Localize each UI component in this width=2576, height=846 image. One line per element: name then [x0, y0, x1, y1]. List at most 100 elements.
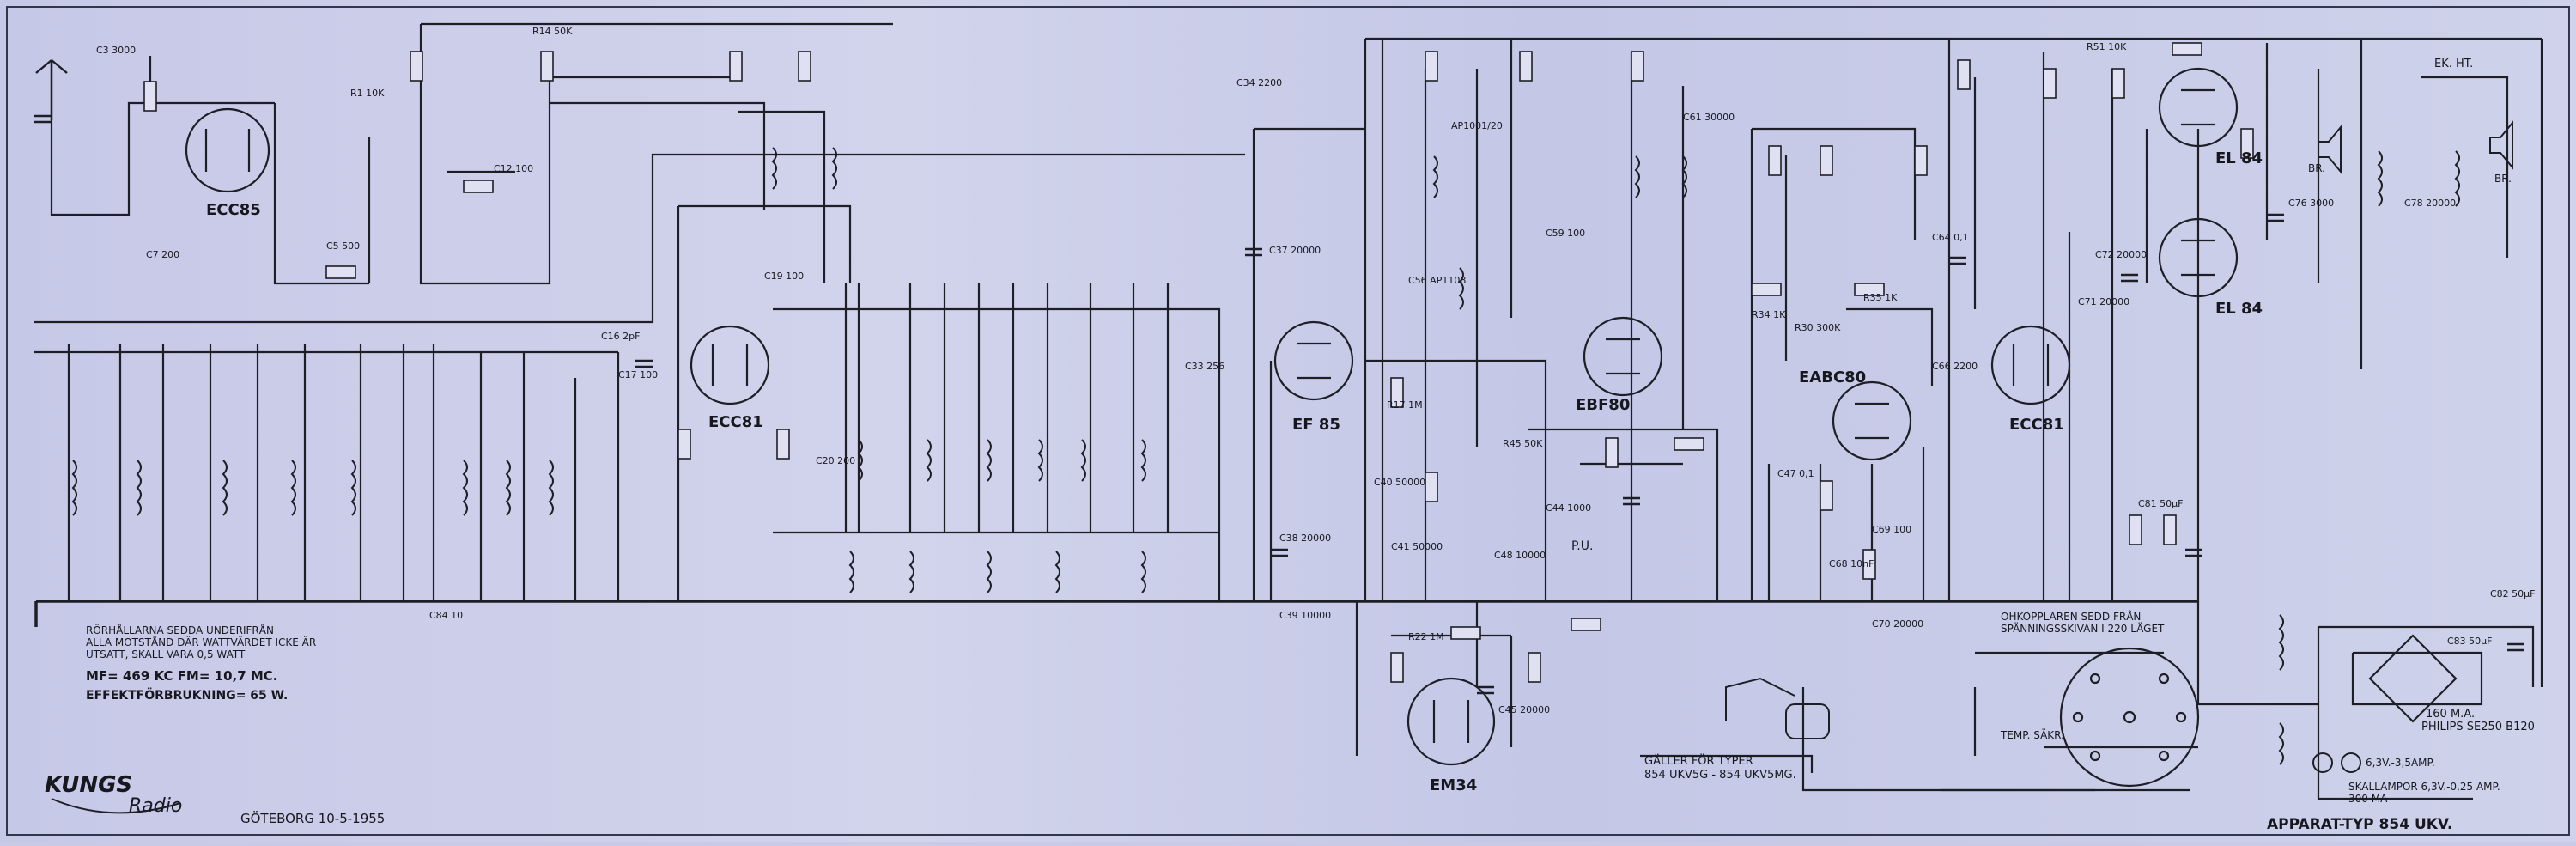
tube-label-el84-a: EL 84: [2215, 149, 2263, 167]
component-label: R45 50K: [1503, 438, 1543, 449]
wiring: [6, 6, 2570, 836]
component-label: R22 1M: [1408, 631, 1444, 642]
logo: KUNGS Radio: [45, 772, 182, 817]
component-label: R51 10K: [2087, 41, 2127, 52]
component-label: C47 0,1: [1777, 468, 1814, 479]
component-labels: C3 3000 R1 10K C5 500 C7 200 C12 100 R14…: [96, 26, 2536, 715]
voltage-selector: [2059, 647, 2200, 788]
temp-fuse-label: TEMP. SÄKR.: [2000, 728, 2064, 741]
tube-label-ecc85: ECC85: [206, 201, 261, 219]
component-label: R1 10K: [350, 88, 385, 99]
speaker-note: OHKOPPLAREN SEDD FRÅN SPÄNNINGSSKIVAN I …: [2001, 610, 2165, 635]
tube-el84-a: [2158, 67, 2239, 148]
tube-ecc81-a: [690, 325, 770, 405]
note-line: UTSATT, SKALL VARA 0,5 WATT: [86, 648, 246, 660]
logo-swoosh: [51, 798, 181, 814]
component-label: AP1001/20: [1451, 120, 1503, 131]
component-label: R35 1K: [1863, 292, 1898, 303]
switch-sketch: [1725, 677, 1830, 739]
tube-label-em34: EM34: [1430, 776, 1477, 794]
apparatus-type: APPARAT-TYP 854 UKV.: [2267, 816, 2452, 833]
component-label: C66 2200: [1932, 361, 1978, 372]
component-label: C17 100: [618, 369, 658, 380]
component-label: C68 10nF: [1829, 558, 1874, 569]
pu-label: P.U.: [1571, 539, 1593, 553]
types-note: GÄLLER FÖR TYPER 854 UKV5G - 854 UKV5MG.: [1644, 753, 1796, 782]
component-label: C61 30000: [1683, 112, 1735, 123]
component-label: R34 1K: [1752, 309, 1786, 320]
speaker-icon: [2318, 120, 2513, 174]
svg-text:GÄLLER FÖR TYPER: GÄLLER FÖR TYPER: [1644, 753, 1753, 768]
component-label: C84 10: [429, 610, 463, 621]
component-label: C72 20000: [2095, 249, 2147, 260]
tube-label-ecc81-a: ECC81: [708, 413, 763, 431]
coils: [71, 147, 2460, 765]
component-label: C41 50000: [1391, 541, 1443, 552]
rectifier-bridge: [2368, 634, 2458, 723]
component-label: R30 300K: [1795, 322, 1841, 333]
component-label: C59 100: [1546, 228, 1585, 239]
component-label: C70 20000: [1872, 618, 1923, 630]
component-label: R17 1M: [1387, 399, 1423, 411]
power-consumption: EFFEKTFÖRBRUKNING= 65 W.: [86, 687, 288, 703]
component-label: C7 200: [146, 249, 179, 260]
component-label: C69 100: [1872, 524, 1911, 535]
tube-label-ecc81-b: ECC81: [2009, 416, 2064, 434]
component-label: C3 3000: [96, 45, 136, 56]
tube-label-ef85: EF 85: [1292, 416, 1340, 434]
speaker-label: BR.: [2308, 162, 2325, 174]
tube-ef85: [1273, 320, 1354, 401]
component-label: C20 200: [816, 455, 855, 466]
svg-text:SPÄNNINGSSKIVAN I 220 LÄGET: SPÄNNINGSSKIVAN I 220 LÄGET: [2001, 622, 2165, 635]
component-label: C81 50µF: [2138, 498, 2184, 509]
brand-logo: KUNGS: [45, 772, 132, 798]
lamp-label: 300 MA: [2348, 793, 2388, 805]
component-label: C16 2pF: [601, 331, 640, 342]
rectifier-current: 160 M.A.: [2426, 708, 2475, 721]
component-label: C40 50000: [1374, 477, 1425, 488]
tube-ecc85: [185, 107, 270, 193]
ek-ht-label: EK. HT.: [2434, 58, 2473, 70]
antenna-icon: [35, 59, 68, 120]
lamp-label: 6,3V.-3,5AMP.: [2366, 757, 2435, 769]
tube-label-eabc80: EABC80: [1799, 368, 1866, 386]
svg-text:854 UKV5G - 854 UKV5MG.: 854 UKV5G - 854 UKV5MG.: [1644, 769, 1796, 782]
component-label: C56 AP1108: [1408, 275, 1466, 286]
component-label: C82 50µF: [2490, 588, 2536, 600]
component-label: C78 20000: [2404, 198, 2456, 209]
lamp-label: SKALLAMPOR 6,3V.-0,25 AMP.: [2348, 781, 2500, 793]
component-label: C34 2200: [1236, 77, 1282, 88]
component-label: C33 256: [1185, 361, 1224, 372]
tube-em34: [1406, 677, 1496, 766]
tube-label-ebf80: EBF80: [1576, 396, 1630, 414]
note-line: RÖRHÅLLARNA SEDDA UNDERIFRÅN: [86, 623, 274, 636]
rectifier-label: PHILIPS SE250 B120: [2421, 721, 2535, 733]
component-label: C45 20000: [1498, 704, 1550, 715]
pilot-lamps: [2312, 752, 2361, 773]
component-label: C44 1000: [1546, 502, 1591, 514]
component-label: C19 100: [764, 271, 804, 282]
component-label: C48 10000: [1494, 550, 1546, 561]
notes-block: RÖRHÅLLARNA SEDDA UNDERIFRÅN ALLA MOTSTÅ…: [86, 623, 316, 703]
component-label: C38 20000: [1279, 533, 1331, 544]
brand-sub: Radio: [129, 795, 182, 817]
component-label: C76 3000: [2288, 198, 2334, 209]
note-line: ALLA MOTSTÅND DÄR WATTVÄRDET ICKE ÄR: [86, 636, 316, 648]
tube-el84-b: [2158, 217, 2239, 298]
tube-eabc80: [1832, 380, 1912, 461]
component-label: C5 500: [326, 240, 360, 252]
resistors: [143, 42, 2254, 683]
tube-ebf80: [1583, 316, 1663, 397]
tube-ecc81-b: [1990, 325, 2071, 405]
component-label: C64 0,1: [1932, 232, 1969, 243]
component-label: C83 50µF: [2447, 636, 2493, 647]
capacitors: [34, 114, 2524, 695]
svg-text:OHKOPPLAREN SEDD FRÅN: OHKOPPLAREN SEDD FRÅN: [2001, 610, 2141, 623]
component-label: C71 20000: [2078, 296, 2129, 307]
speaker-label: BR.: [2494, 173, 2512, 185]
component-label: C12 100: [494, 163, 533, 174]
component-label: C37 20000: [1269, 245, 1321, 256]
place-date: GÖTEBORG 10-5-1955: [240, 810, 385, 826]
frequencies: MF= 469 KC FM= 10,7 MC.: [86, 668, 278, 684]
